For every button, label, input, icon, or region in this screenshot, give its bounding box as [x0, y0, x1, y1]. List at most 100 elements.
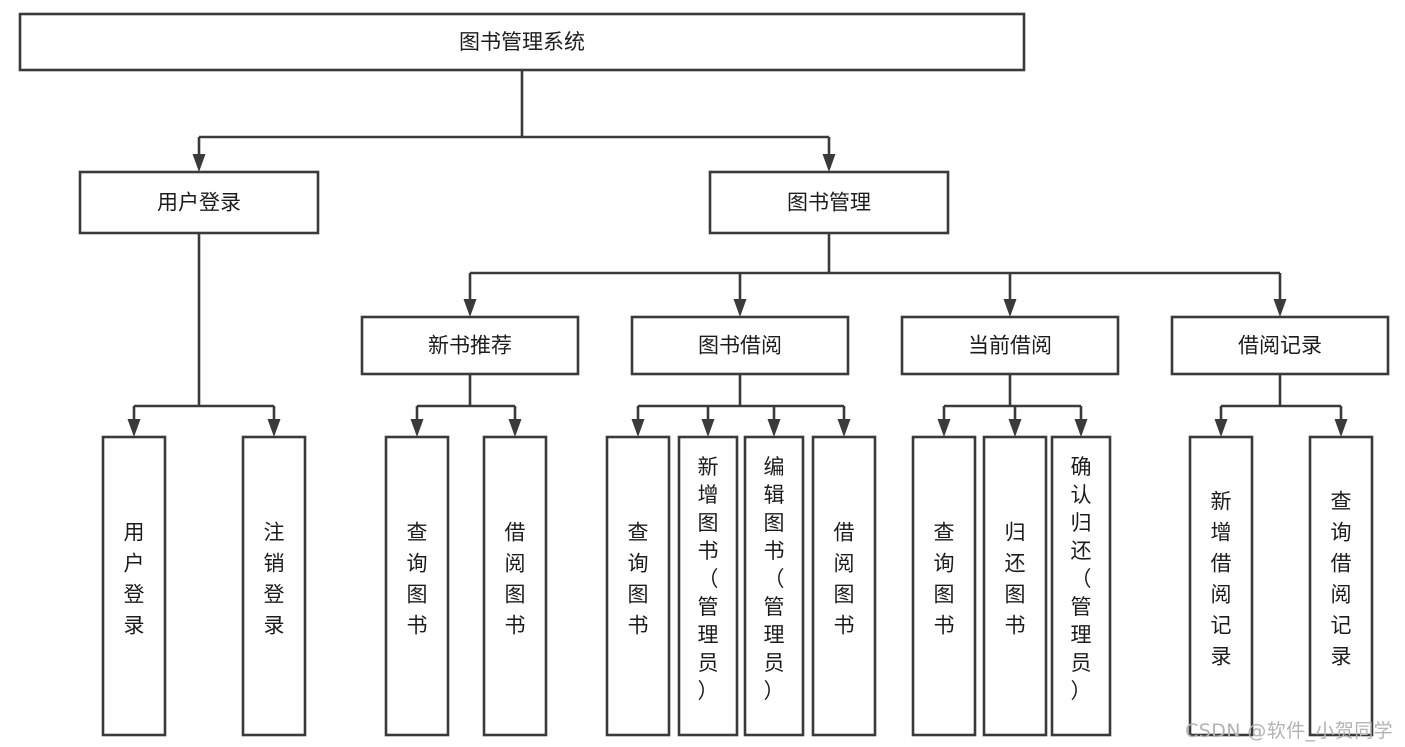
node-box[interactable]: [605, 435, 671, 737]
arrow-head-icon: [701, 419, 715, 437]
node-leaf1[interactable]: 用户登录: [101, 435, 167, 737]
connector-c-to-leaf9: [937, 406, 951, 437]
connector-c-to-leaf11: [1074, 406, 1088, 437]
connector-c-to-leaf1: [127, 406, 141, 437]
node-box[interactable]: [811, 435, 877, 737]
arrow-head-icon: [410, 419, 424, 437]
node-box[interactable]: [708, 170, 950, 235]
node-root[interactable]: 图书管理系统: [18, 12, 1026, 72]
node-label: 归还图书: [1005, 521, 1026, 638]
connector-c-to-newbook: [463, 273, 477, 317]
node-leaf10[interactable]: 归还图书: [982, 435, 1048, 737]
node-leaf12[interactable]: 新增借阅记录: [1188, 435, 1254, 737]
node-leaf6[interactable]: 新增图书（管理员）: [677, 435, 739, 737]
node-box[interactable]: [630, 315, 850, 376]
arrow-head-icon: [1214, 419, 1228, 437]
node-label: 借阅记录: [1238, 334, 1322, 358]
node-label: 编辑图书（管理员）: [764, 455, 785, 703]
node-leaf7[interactable]: 编辑图书（管理员）: [743, 435, 805, 737]
arrow-head-icon: [767, 419, 781, 437]
arrow-head-icon: [1003, 299, 1017, 317]
node-box[interactable]: [482, 435, 548, 737]
node-label: 当前借阅: [968, 334, 1052, 358]
node-label: 用户登录: [157, 191, 241, 215]
node-box[interactable]: [360, 315, 580, 376]
node-box[interactable]: [1170, 315, 1390, 376]
arrow-head-icon: [631, 419, 645, 437]
arrow-head-icon: [1074, 419, 1088, 437]
node-label: 新书推荐: [428, 334, 512, 358]
node-label: 查询图书: [407, 521, 428, 638]
node-label: 新增借阅记录: [1211, 490, 1232, 669]
node-leaf13[interactable]: 查询借阅记录: [1308, 435, 1374, 737]
node-box[interactable]: [1050, 435, 1112, 737]
node-current[interactable]: 当前借阅: [900, 315, 1120, 376]
node-bookmgmt[interactable]: 图书管理: [708, 170, 950, 235]
connector-c-to-record: [1273, 273, 1287, 317]
node-box[interactable]: [1308, 435, 1374, 737]
connector-c-to-leaf7: [767, 406, 781, 437]
node-leaf2[interactable]: 注销登录: [241, 435, 307, 737]
node-record[interactable]: 借阅记录: [1170, 315, 1390, 376]
node-newbook[interactable]: 新书推荐: [360, 315, 580, 376]
node-login[interactable]: 用户登录: [78, 170, 320, 235]
arrow-head-icon: [733, 299, 747, 317]
node-label: 查询图书: [934, 521, 955, 638]
node-label: 查询图书: [628, 521, 649, 638]
connector-c-to-login: [192, 137, 206, 172]
node-label: 用户登录: [124, 521, 145, 638]
connector-c-to-leaf13: [1334, 406, 1348, 437]
connector-c-to-leaf2: [267, 406, 281, 437]
node-label: 确认归还（管理员）: [1071, 455, 1092, 703]
node-box[interactable]: [677, 435, 739, 737]
nodes-layer: 图书管理系统用户登录图书管理新书推荐图书借阅当前借阅借阅记录用户登录注销登录查询…: [18, 12, 1390, 737]
node-box[interactable]: [241, 435, 307, 737]
connector-c-to-leaf8: [837, 406, 851, 437]
arrow-head-icon: [822, 154, 836, 172]
connector-c-to-borrow: [733, 273, 747, 317]
node-label: 注销登录: [264, 521, 285, 638]
node-borrow[interactable]: 图书借阅: [630, 315, 850, 376]
node-label: 新增图书（管理员）: [698, 455, 719, 703]
node-leaf4[interactable]: 借阅图书: [482, 435, 548, 737]
connector-c-to-bookmgmt: [822, 137, 836, 172]
node-label: 图书管理: [787, 191, 871, 215]
node-label: 图书借阅: [698, 334, 782, 358]
connector-c-to-leaf12: [1214, 406, 1228, 437]
arrow-head-icon: [1273, 299, 1287, 317]
arrow-head-icon: [837, 419, 851, 437]
node-box[interactable]: [982, 435, 1048, 737]
arrow-head-icon: [508, 419, 522, 437]
connector-c-to-leaf6: [701, 406, 715, 437]
node-box[interactable]: [384, 435, 450, 737]
arrow-head-icon: [463, 299, 477, 317]
arrow-head-icon: [192, 154, 206, 172]
node-box[interactable]: [18, 12, 1026, 72]
node-label: 借阅图书: [834, 521, 855, 638]
node-leaf3[interactable]: 查询图书: [384, 435, 450, 737]
node-label: 查询借阅记录: [1331, 490, 1352, 669]
connectors-layer: [127, 70, 1348, 437]
connector-c-to-leaf10: [1008, 406, 1022, 437]
arrow-head-icon: [1334, 419, 1348, 437]
arrow-head-icon: [267, 419, 281, 437]
node-box[interactable]: [900, 315, 1120, 376]
node-box[interactable]: [911, 435, 977, 737]
node-box[interactable]: [743, 435, 805, 737]
node-box[interactable]: [78, 170, 320, 235]
node-box[interactable]: [1188, 435, 1254, 737]
node-box[interactable]: [101, 435, 167, 737]
node-label: 借阅图书: [505, 521, 526, 638]
arrow-head-icon: [127, 419, 141, 437]
node-leaf9[interactable]: 查询图书: [911, 435, 977, 737]
node-leaf5[interactable]: 查询图书: [605, 435, 671, 737]
connector-c-to-current: [1003, 273, 1017, 317]
connector-c-to-leaf3: [410, 406, 424, 437]
node-leaf11[interactable]: 确认归还（管理员）: [1050, 435, 1112, 737]
connector-c-to-leaf5: [631, 406, 645, 437]
arrow-head-icon: [937, 419, 951, 437]
node-leaf8[interactable]: 借阅图书: [811, 435, 877, 737]
arrow-head-icon: [1008, 419, 1022, 437]
